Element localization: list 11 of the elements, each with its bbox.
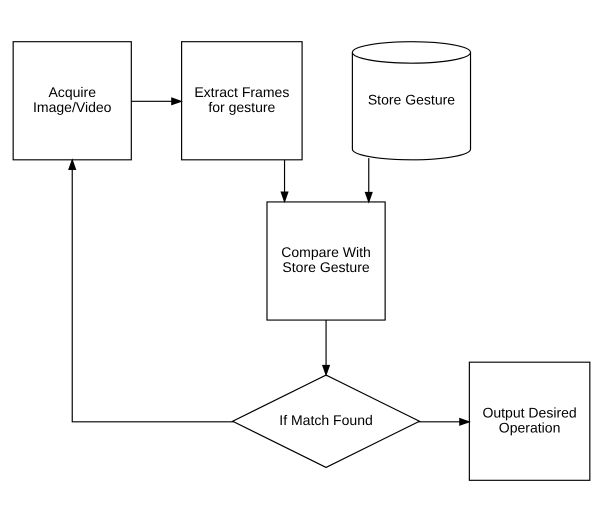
node-diamond: If Match Found [231, 374, 421, 468]
node-box: Extract Frames for gesture [181, 40, 303, 160]
arrow [280, 159, 289, 203]
node-box: Compare With Store Gesture [266, 200, 386, 320]
arrow [322, 320, 330, 376]
node-box: Output Desired Operation [468, 361, 590, 480]
arrow [364, 158, 373, 204]
node-box: Acquire Image/Video [12, 40, 132, 160]
arrow [68, 158, 234, 422]
arrow [418, 417, 471, 426]
arrow [132, 96, 183, 105]
